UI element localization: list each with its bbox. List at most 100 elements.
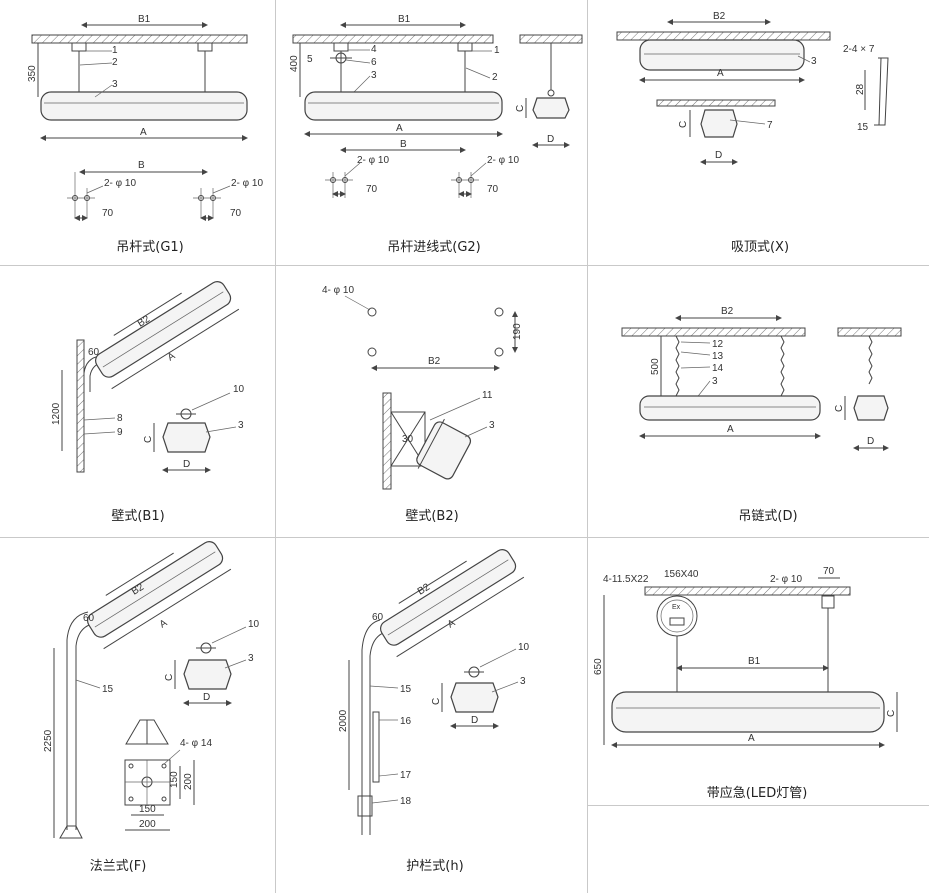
g1-label-b: B (138, 160, 145, 171)
led-label-slot: 4-11.5X22 (603, 574, 649, 585)
b2-label-11: 11 (482, 390, 493, 401)
b1-label-10: 10 (233, 384, 245, 395)
d-label-3: 3 (712, 376, 718, 387)
panel-b2-drawing: 4- φ 10 190 B2 11 3 30 (322, 285, 523, 490)
panel-f-drawing: B2 A 60 15 2250 10 3 C D 4- φ 14 150 200… (43, 541, 260, 839)
h-label-c: C (431, 698, 442, 705)
h-label-60: 60 (372, 612, 384, 623)
grid-divider-h2 (0, 537, 929, 538)
g2-label-1: 1 (494, 45, 500, 56)
caption-x: 吸顶式(X) (730, 240, 790, 255)
b1-label-c: C (143, 436, 154, 443)
g1-label-phi-1: 2- φ 10 (104, 178, 136, 189)
f-label-150-h: 150 (139, 804, 156, 815)
g2-label-d: D (547, 134, 554, 145)
f-label-c: C (164, 674, 175, 681)
panel-d-drawing: B2 500 12 13 14 3 A C D (621, 306, 902, 451)
caption-f: 法兰式(F) (89, 859, 147, 874)
f-label-3: 3 (248, 653, 254, 664)
g1-label-phi-2: 2- φ 10 (231, 178, 263, 189)
h-label-17: 17 (400, 770, 412, 781)
h-label-d: D (471, 715, 478, 726)
led-label-650: 650 (593, 658, 604, 675)
f-label-150-v: 150 (169, 771, 180, 788)
x-label-7: 7 (767, 120, 773, 131)
g2-label-b1: B1 (398, 14, 411, 25)
panel-h-drawing: B2 A 60 15 16 17 18 2000 10 3 C D (338, 549, 530, 835)
g2-label-70-2: 70 (487, 184, 499, 195)
g1-label-70-1: 70 (102, 208, 114, 219)
b2-label-30: 30 (402, 434, 414, 445)
h-label-3: 3 (520, 676, 526, 687)
b1-label-a: A (166, 351, 178, 364)
led-label-70: 70 (823, 566, 835, 577)
g1-label-350: 350 (27, 65, 38, 82)
d-label-500: 500 (650, 358, 661, 375)
x-label-b2: B2 (713, 11, 726, 22)
caption-d: 吊链式(D) (738, 509, 798, 524)
led-label-box: 156X40 (664, 569, 699, 580)
g1-label-1: 1 (112, 45, 118, 56)
g1-label-2: 2 (112, 57, 118, 68)
d-label-12: 12 (712, 339, 724, 350)
g2-label-2: 2 (492, 72, 498, 83)
panel-x-drawing: B2 3 A C 7 D 2-4 × 7 28 15 (616, 11, 889, 165)
g2-label-phi-1: 2- φ 10 (357, 155, 389, 166)
g1-label-3: 3 (112, 79, 118, 90)
g1-label-b1: B1 (138, 14, 151, 25)
g2-label-c: C (515, 105, 526, 112)
x-label-c: C (678, 121, 689, 128)
d-label-13: 13 (712, 351, 724, 362)
h-label-16: 16 (400, 716, 412, 727)
g2-label-3: 3 (371, 70, 377, 81)
caption-g1: 吊杆式(G1) (116, 240, 184, 255)
panel-b1-drawing: B2 A 60 1200 8 9 10 3 C D (51, 281, 245, 473)
h-label-10: 10 (518, 642, 530, 653)
caption-g2: 吊杆进线式(G2) (387, 240, 481, 255)
b1-label-d: D (183, 459, 190, 470)
f-label-a: A (158, 618, 170, 631)
x-label-28: 28 (855, 83, 866, 95)
g1-label-a: A (140, 127, 147, 138)
g2-label-phi-2: 2- φ 10 (487, 155, 519, 166)
x-label-slot: 2-4 × 7 (843, 44, 875, 55)
panel-led-drawing: 4-11.5X22 156X40 2- φ 10 70 650 Ex B1 C … (593, 566, 898, 748)
h-label-15: 15 (400, 684, 412, 695)
led-label-c: C (886, 710, 897, 717)
d-label-c: C (834, 405, 845, 412)
caption-h: 护栏式(h) (406, 859, 464, 874)
led-label-phi: 2- φ 10 (770, 574, 802, 585)
g2-label-6: 6 (371, 57, 377, 68)
h-label-18: 18 (400, 796, 412, 807)
d-label-a: A (727, 424, 734, 435)
b1-label-9: 9 (117, 427, 123, 438)
h-label-a: A (446, 618, 458, 631)
b1-label-3: 3 (238, 420, 244, 431)
b2-label-b2: B2 (428, 356, 441, 367)
f-label-phi: 4- φ 14 (180, 738, 212, 749)
x-label-a: A (717, 68, 724, 79)
caption-b2: 壁式(B2) (405, 509, 459, 524)
grid-divider-v1 (275, 0, 276, 893)
h-label-2000: 2000 (338, 709, 349, 732)
g1-label-70-2: 70 (230, 208, 242, 219)
d-label-b2: B2 (721, 306, 734, 317)
x-label-3: 3 (811, 56, 817, 67)
b2-label-3: 3 (489, 420, 495, 431)
grid-divider-h1 (0, 265, 929, 266)
g2-label-400: 400 (289, 55, 300, 72)
grid-divider-h3 (587, 805, 929, 806)
led-label-ex: Ex (672, 604, 681, 611)
b2-label-190: 190 (512, 323, 523, 340)
caption-led: 带应急(LED灯管) (706, 786, 808, 801)
f-label-10: 10 (248, 619, 260, 630)
f-label-200-h: 200 (139, 819, 156, 830)
g2-label-70-1: 70 (366, 184, 378, 195)
panel-g1-drawing: B1 350 1 2 3 A B 2- φ 10 2- φ 10 70 70 (27, 14, 263, 221)
g2-label-4: 4 (371, 44, 377, 55)
grid-divider-v2 (587, 0, 588, 893)
d-label-14: 14 (712, 363, 724, 374)
f-label-15: 15 (102, 684, 114, 695)
f-label-d: D (203, 692, 210, 703)
